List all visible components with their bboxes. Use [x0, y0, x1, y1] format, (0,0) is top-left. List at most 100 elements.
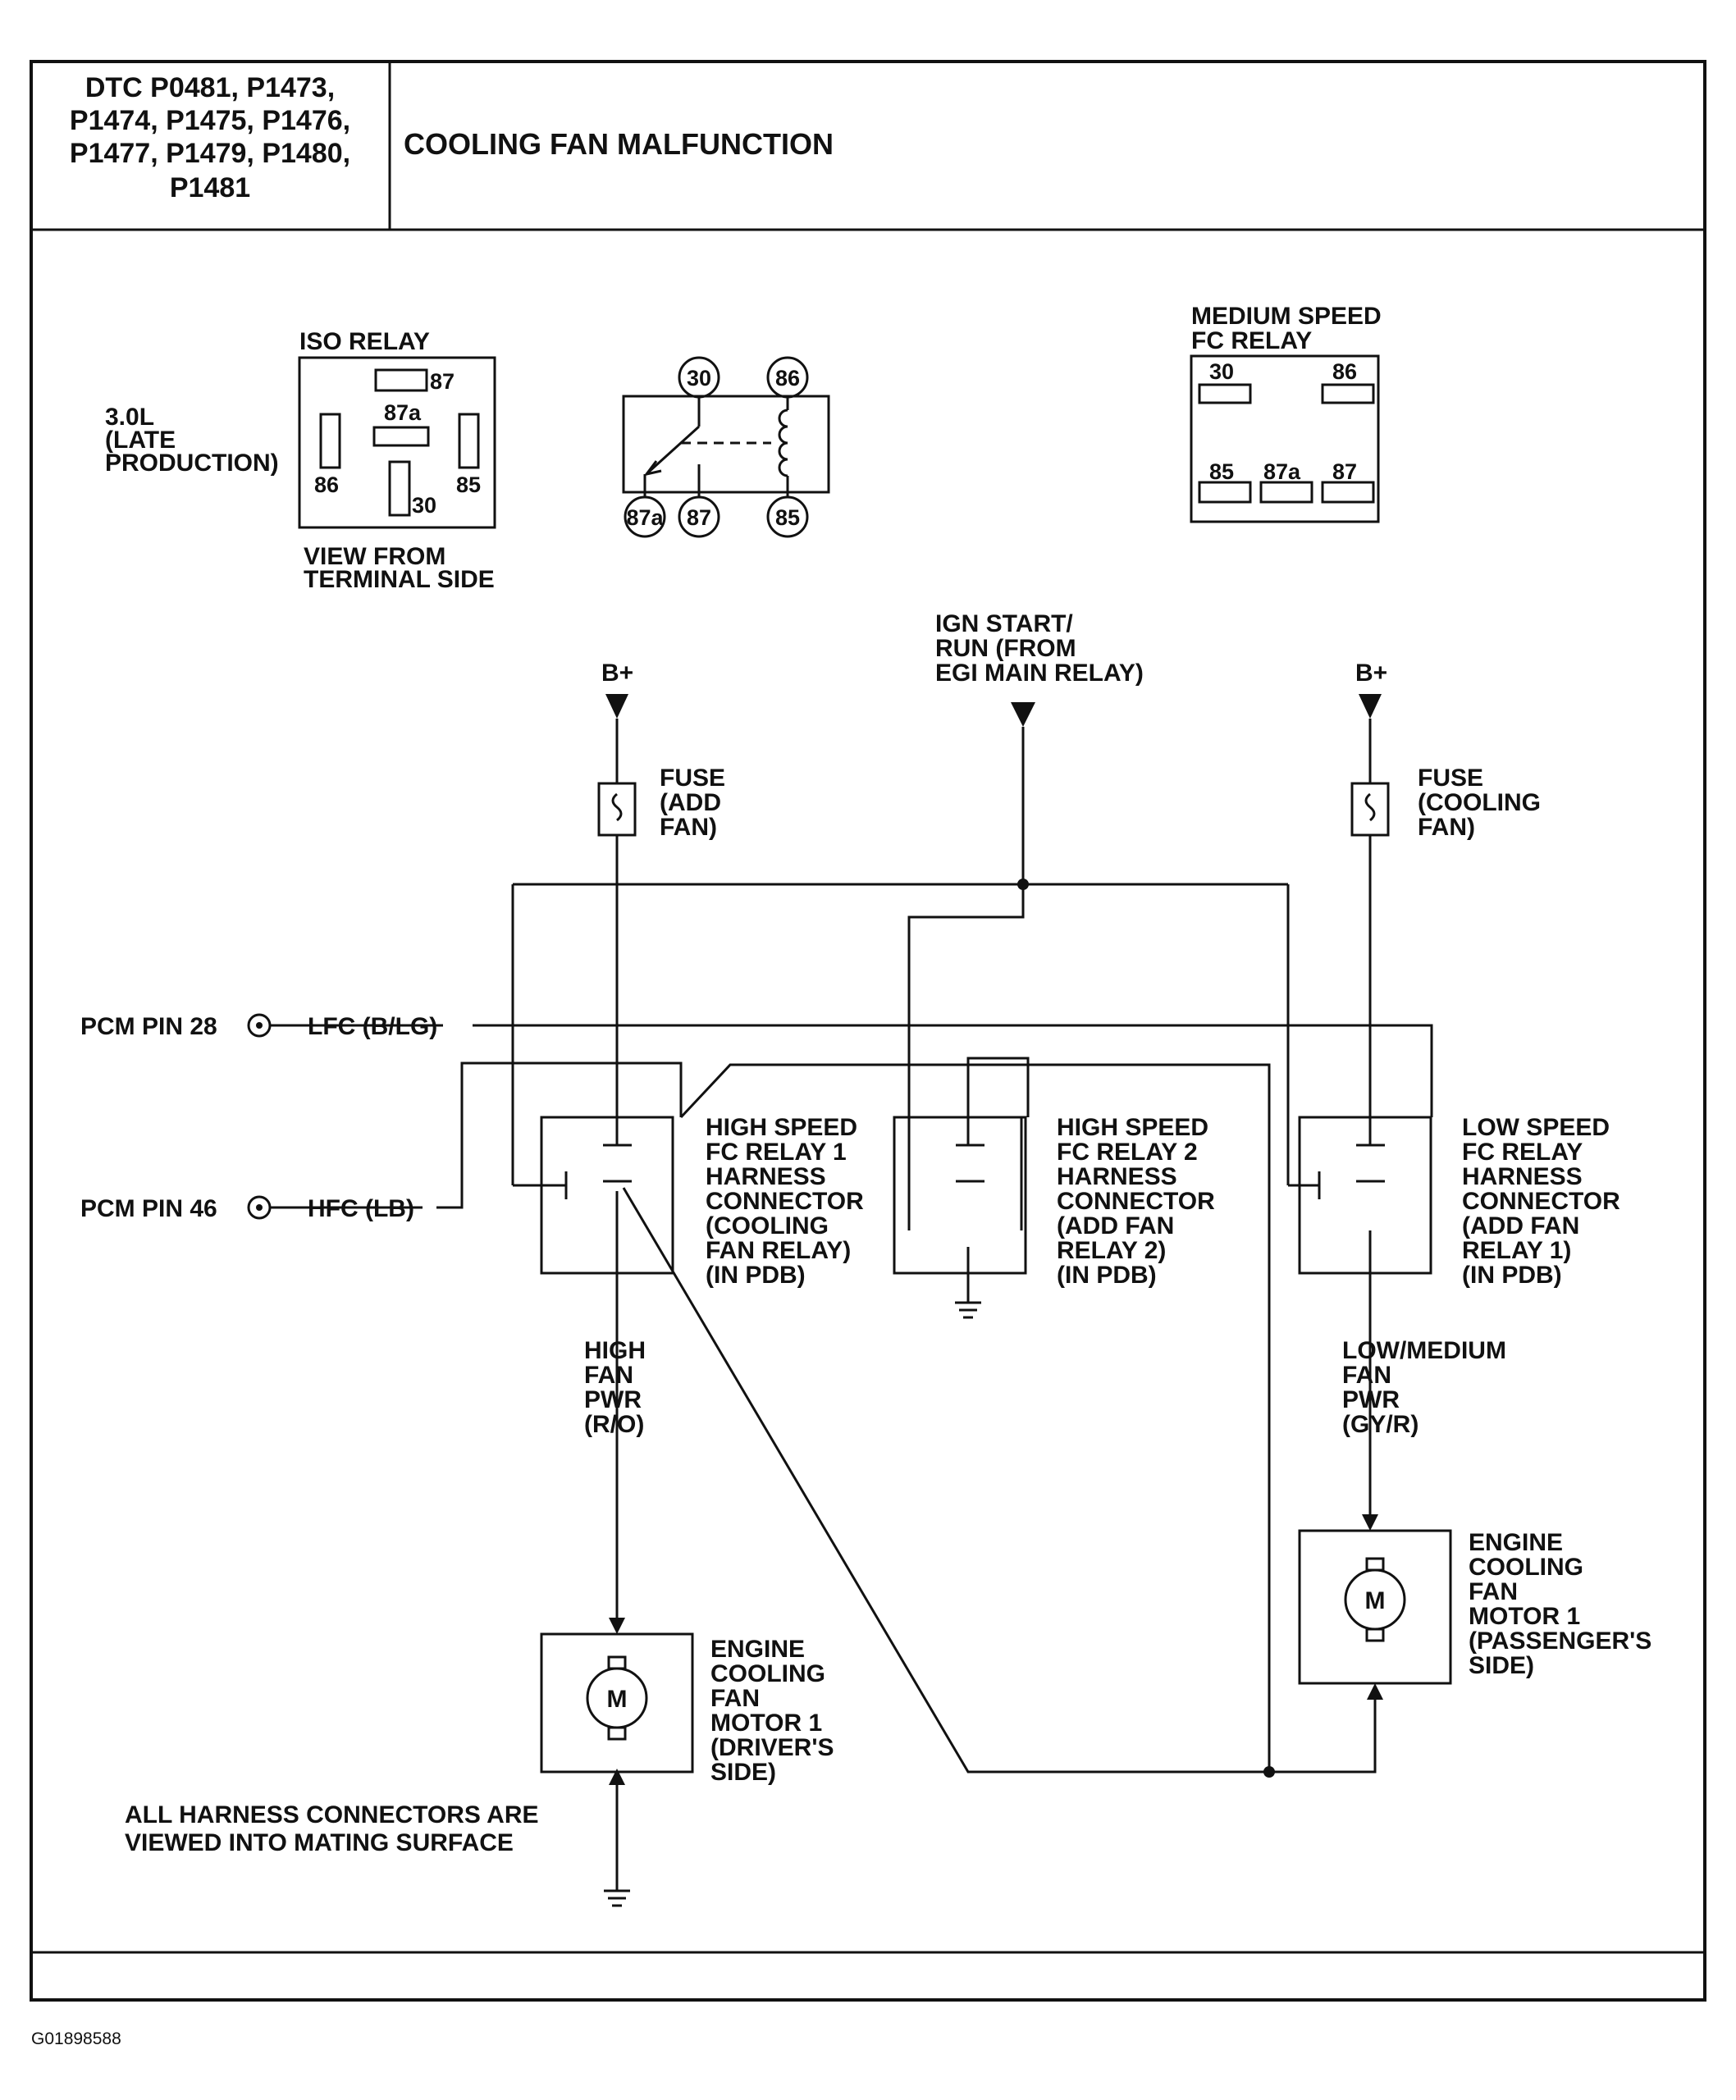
fuse-add-fan-label-1: FUSE — [660, 765, 725, 792]
pcm-pin-28-label: PCM PIN 28 — [80, 1013, 217, 1040]
relay-2-label-2: FC RELAY 2 — [1057, 1139, 1198, 1166]
relay-1-label-2: FC RELAY 1 — [706, 1139, 847, 1166]
iso-terminal-85: 85 — [456, 472, 481, 497]
dtc-code-line-1: DTC P0481, P1473, — [85, 72, 335, 103]
lfc-signal-label: LFC (B/LG) — [308, 1013, 437, 1040]
ign-label-line-2: RUN (FROM — [935, 635, 1076, 662]
iso-terminal-87a: 87a — [384, 400, 422, 425]
low-relay-label-7: (IN PDB) — [1462, 1262, 1562, 1289]
engine-note-line-1: 3.0L — [105, 404, 154, 431]
ign-label-line-1: IGN START/ — [935, 610, 1073, 637]
diagram-title: COOLING FAN MALFUNCTION — [404, 127, 834, 161]
fuse-add-fan-label-3: FAN) — [660, 814, 717, 841]
medium-speed-fc-relay: MEDIUM SPEED FC RELAY 30 86 85 87a 87 — [1190, 303, 1382, 523]
ign-arrow — [1011, 702, 1035, 727]
driver-side-fan-motor: M — [540, 1632, 694, 1774]
passenger-side-fan-motor: M — [1298, 1529, 1452, 1685]
engine-note-line-2: (LATE — [105, 427, 176, 454]
b-plus-right-label: B+ — [1355, 660, 1387, 687]
relay-1-label-7: (IN PDB) — [706, 1262, 806, 1289]
low-fan-pwr-label-4: (GY/R) — [1342, 1411, 1418, 1438]
schematic-terminal-87a: 87a — [626, 505, 664, 530]
relay-2-label-3: HARNESS — [1057, 1163, 1177, 1190]
medium-terminal-85: 85 — [1209, 459, 1234, 484]
hfc-signal-label: HFC (LB) — [308, 1195, 414, 1222]
low-fan-pwr-label-1: LOW/MEDIUM — [1342, 1337, 1506, 1364]
dtc-code-line-4: P1481 — [170, 172, 250, 203]
harness-note-line-1: ALL HARNESS CONNECTORS ARE — [125, 1801, 539, 1828]
relay-2-label-7: (IN PDB) — [1057, 1262, 1157, 1289]
figure-id: G01898588 — [31, 2029, 121, 2048]
schematic-terminal-86: 86 — [775, 366, 800, 390]
passenger-motor-label-1: ENGINE — [1469, 1529, 1563, 1556]
medium-relay-title-line-1: MEDIUM SPEED — [1191, 303, 1382, 330]
relay-1-label-1: HIGH SPEED — [706, 1114, 857, 1141]
low-speed-fc-relay-connector — [1298, 1116, 1432, 1275]
driver-motor-symbol: M — [607, 1686, 628, 1713]
fuse-add-fan — [597, 782, 637, 837]
passenger-motor-label-3: FAN — [1469, 1578, 1518, 1605]
iso-terminal-86: 86 — [314, 472, 339, 497]
high-fan-pwr-label-3: PWR — [584, 1386, 642, 1413]
medium-terminal-30: 30 — [1209, 359, 1234, 384]
ign-label-line-3: EGI MAIN RELAY) — [935, 660, 1144, 687]
driver-motor-label-3: FAN — [710, 1685, 760, 1712]
schematic-terminal-30: 30 — [687, 366, 711, 390]
driver-motor-label-1: ENGINE — [710, 1636, 805, 1663]
iso-relay-title: ISO RELAY — [299, 328, 430, 355]
high-speed-fc-relay-2-connector — [893, 1116, 1027, 1275]
medium-terminal-87: 87 — [1332, 459, 1357, 484]
relay-2-label-5: (ADD FAN — [1057, 1212, 1174, 1239]
high-speed-fc-relay-1-connector — [540, 1116, 674, 1275]
relay-1-label-3: HARNESS — [706, 1163, 826, 1190]
driver-motor-label-5: (DRIVER'S — [710, 1734, 834, 1761]
low-relay-label-1: LOW SPEED — [1462, 1114, 1610, 1141]
passenger-motor-symbol: M — [1365, 1587, 1386, 1614]
relay-2-label-6: RELAY 2) — [1057, 1237, 1166, 1264]
relay-2-label-4: CONNECTOR — [1057, 1188, 1215, 1215]
dtc-code-line-3: P1477, P1479, P1480, — [70, 138, 350, 169]
high-fan-pwr-label-1: HIGH — [584, 1337, 646, 1364]
fuse-cooling-fan — [1350, 782, 1390, 837]
iso-terminal-87: 87 — [430, 369, 455, 394]
fuse-add-fan-label-2: (ADD — [660, 789, 721, 816]
b-plus-right-arrow — [1359, 694, 1382, 719]
pcm-pin-46-label: PCM PIN 46 — [80, 1195, 217, 1222]
relay-1-label-5: (COOLING — [706, 1212, 829, 1239]
relay-1-label-4: CONNECTOR — [706, 1188, 864, 1215]
high-fan-pwr-label-4: (R/O) — [584, 1411, 644, 1438]
relay-2-label-1: HIGH SPEED — [1057, 1114, 1208, 1141]
schematic-terminal-85: 85 — [775, 505, 800, 530]
low-relay-label-4: CONNECTOR — [1462, 1188, 1620, 1215]
medium-terminal-87a: 87a — [1263, 459, 1301, 484]
passenger-motor-label-5: (PASSENGER'S — [1469, 1628, 1651, 1655]
low-relay-label-5: (ADD FAN — [1462, 1212, 1579, 1239]
wiring — [271, 719, 1433, 1907]
low-relay-label-6: RELAY 1) — [1462, 1237, 1571, 1264]
passenger-motor-label-4: MOTOR 1 — [1469, 1603, 1580, 1630]
driver-motor-label-4: MOTOR 1 — [710, 1710, 822, 1737]
passenger-motor-label-2: COOLING — [1469, 1554, 1583, 1581]
pcm-pin-28-connector — [247, 1013, 272, 1038]
relay-1-label-6: FAN RELAY) — [706, 1237, 851, 1264]
relay-schematic-symbol: 30 86 87a 87 85 — [622, 356, 830, 538]
passenger-motor-label-6: SIDE) — [1469, 1652, 1534, 1679]
engine-note-line-3: PRODUCTION) — [105, 450, 279, 477]
driver-motor-label-6: SIDE) — [710, 1759, 776, 1786]
iso-relay-terminal-view: ISO RELAY 87 87a 86 85 30 — [298, 328, 496, 529]
low-fan-pwr-label-2: FAN — [1342, 1362, 1391, 1389]
medium-terminal-86: 86 — [1332, 359, 1357, 384]
iso-terminal-30: 30 — [412, 493, 436, 518]
diagram-frame — [30, 60, 1706, 2002]
fuse-cooling-fan-label-3: FAN) — [1418, 814, 1475, 841]
view-note-line-2: TERMINAL SIDE — [304, 566, 495, 593]
fuse-cooling-fan-label-2: (COOLING — [1418, 789, 1541, 816]
medium-relay-title-line-2: FC RELAY — [1191, 327, 1312, 354]
low-fan-pwr-label-3: PWR — [1342, 1386, 1400, 1413]
low-relay-label-3: HARNESS — [1462, 1163, 1583, 1190]
dtc-code-line-2: P1474, P1475, P1476, — [70, 105, 350, 136]
fuse-cooling-fan-label-1: FUSE — [1418, 765, 1483, 792]
pcm-pin-46-connector — [247, 1195, 272, 1220]
view-note-line-1: VIEW FROM — [304, 543, 445, 570]
